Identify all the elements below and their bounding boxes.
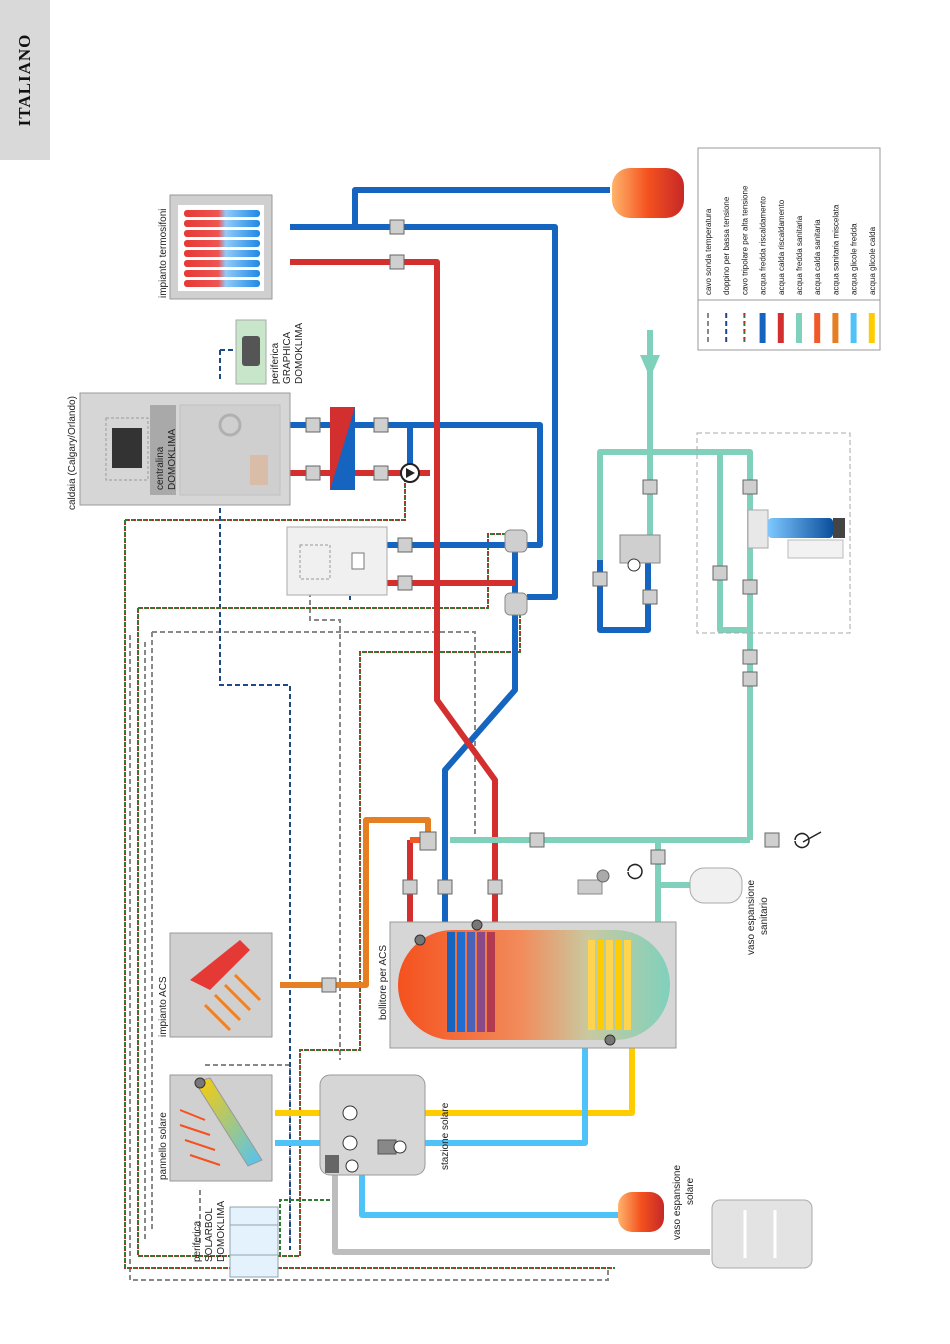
pressure-gauge-icon [393, 1140, 407, 1154]
shower-head-icon [190, 940, 262, 1032]
thermometer-icon [342, 1135, 358, 1151]
label-bollitore: bollitore per ACS [378, 945, 389, 1020]
legend: cavo sonda temperatura doppino per bassa … [697, 147, 881, 351]
legend-swatch [814, 313, 821, 343]
legend-swatch [777, 313, 784, 343]
pressure-gauge-icon [627, 558, 641, 572]
label-graphica-2: GRAPHICA [282, 331, 293, 384]
sanitary-safety-valve [577, 869, 610, 895]
label-solarbol-3: DOMOKLIMA [216, 1201, 227, 1262]
filter-cartridge-icon [768, 518, 833, 538]
valves [305, 219, 780, 993]
legend-item: acqua fredda riscaldamento [759, 196, 768, 343]
sun-rays-icon [179, 1109, 221, 1166]
legend-item: acqua fredda sanitaria [795, 215, 804, 343]
label-vaso-sanitario-2: sanitario [759, 897, 770, 935]
label-graphica-1: periferica [270, 342, 281, 384]
legend-item: cavo tripolare per alta tensione [740, 185, 749, 343]
mixing-valve-bottom [504, 592, 528, 616]
label-stazione: stazione solare [440, 1102, 451, 1170]
legend-swatch [868, 313, 875, 343]
label-pannello: pannello solare [158, 1112, 169, 1180]
dhw-tank [389, 919, 677, 1049]
glycol-tank [711, 1199, 813, 1269]
label-vaso-solare-2: solare [685, 1177, 696, 1205]
label-vaso-sanitario-1: vaso espansione [746, 880, 757, 955]
sanitary-expansion-vessel [689, 867, 743, 904]
legend-item: doppino per bassa tensione [722, 196, 731, 343]
solar-coil-icon [588, 940, 631, 1030]
label-vaso-solare-1: vaso espansione [672, 1165, 683, 1240]
legend-label: acqua glicole calda [868, 226, 877, 295]
thermometer-icon [342, 1105, 358, 1121]
dhw-plant [169, 932, 273, 1038]
label-graphica-3: DOMOKLIMA [294, 323, 305, 384]
heating-expansion-vessel [612, 168, 684, 218]
water-treatment-area [696, 432, 851, 634]
legend-label: acqua fredda riscaldamento [759, 196, 768, 295]
centralina-panel [150, 405, 176, 495]
legend-label: cavo tripolare per alta tensione [740, 185, 749, 295]
solar-panel [169, 1074, 273, 1182]
legend-item: acqua sanitaria miscelata [831, 204, 840, 343]
solarbol-device [229, 1206, 279, 1278]
taps [627, 831, 822, 880]
legend-item: acqua calda sanitaria [813, 219, 822, 343]
legend-label: cavo sonda temperatura [704, 208, 713, 295]
radiator-plant [169, 194, 273, 300]
legend-item: acqua calda riscaldamento [777, 199, 786, 343]
legend-item: cavo sonda temperatura [704, 208, 713, 343]
legend-label: doppino per bassa tensione [722, 196, 731, 295]
legend-swatch [796, 313, 802, 343]
heating-coil-icon [447, 932, 495, 1032]
label-solarbol-2: SOLARBOL [204, 1208, 215, 1262]
legend-swatch [759, 313, 766, 343]
legend-item: acqua glicole calda [868, 226, 877, 343]
legend-label: acqua calda sanitaria [813, 219, 822, 295]
label-acs: impianto ACS [158, 976, 169, 1037]
graphica-device [235, 319, 267, 385]
boiler-unit [79, 392, 291, 506]
cables [124, 349, 615, 1281]
solar-expansion-vessel [618, 1192, 664, 1232]
legend-label: acqua glicole fredda [850, 223, 859, 295]
legend-swatch [850, 313, 857, 343]
language-tab: ITALIANO [0, 0, 50, 160]
label-caldaia: caldaia (Calgary/Orlando) [67, 396, 78, 510]
legend-label: acqua fredda sanitaria [795, 215, 804, 295]
label-termosifoni: impianto termosifoni [158, 209, 169, 298]
control-board-icon [112, 428, 142, 468]
legend-label: acqua sanitaria miscelata [831, 204, 840, 295]
labels: caldaia (Calgary/Orlando) centralina DOM… [67, 209, 770, 1262]
mixing-valve-top [504, 529, 528, 553]
label-centralina-1: centralina [155, 446, 166, 490]
legend-swatch [832, 313, 839, 343]
pressure-reducer-group [619, 534, 661, 572]
legend-label: acqua calda riscaldamento [777, 199, 786, 295]
plate-heat-exchanger [330, 407, 355, 490]
hydraulic-module [286, 526, 388, 596]
label-centralina-2: DOMOKLIMA [167, 429, 178, 490]
radiator-icon [184, 210, 260, 287]
legend-item: acqua glicole fredda [850, 223, 859, 343]
label-solarbol-1: periferica [192, 1220, 203, 1262]
solar-station [319, 1074, 426, 1176]
